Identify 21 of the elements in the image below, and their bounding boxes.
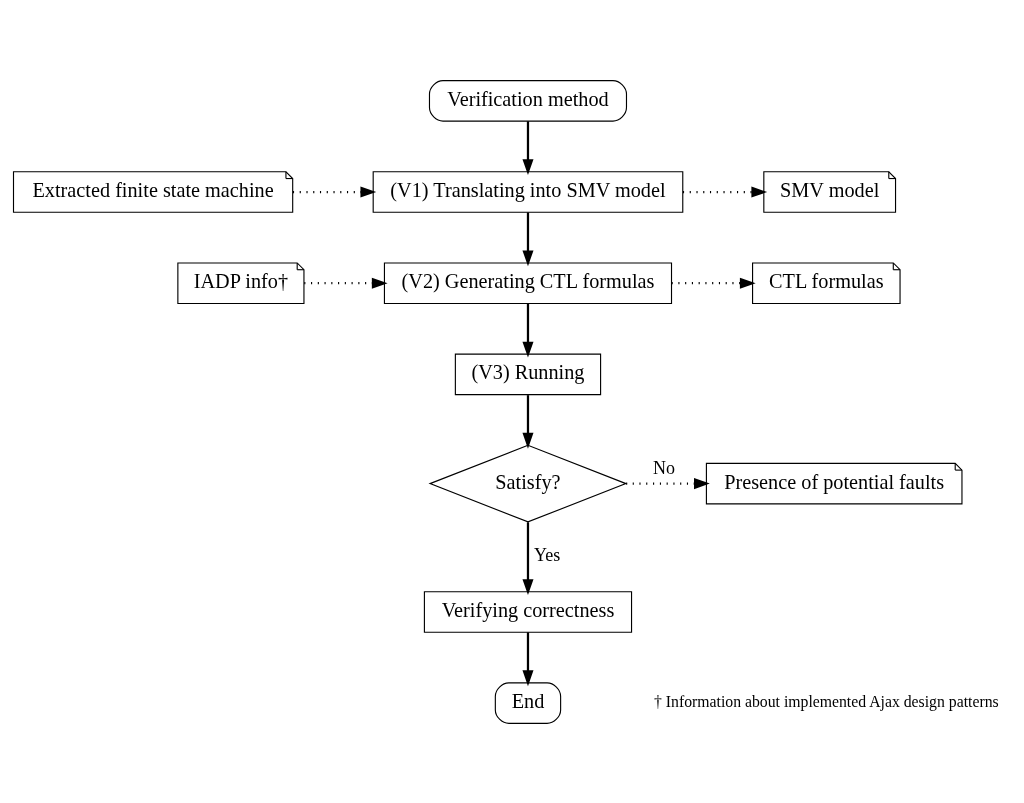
arrow	[303, 277, 388, 289]
arrow	[521, 120, 533, 175]
node-box: (V2) Generating CTL formulas	[383, 261, 672, 304]
arrow	[682, 186, 767, 198]
arrow	[521, 631, 533, 686]
node-diamond: Satisfy?	[428, 444, 627, 522]
arrow	[521, 303, 533, 357]
edge-label: Yes	[533, 544, 560, 565]
node-box: End	[494, 681, 561, 724]
arrow	[521, 394, 533, 449]
label: † Information about implemented Ajax design patterns	[653, 692, 999, 710]
arrow	[292, 186, 376, 198]
edge-label: No	[652, 457, 675, 478]
node-box: Verification method	[428, 79, 627, 122]
node-box: (V1) Translating into SMV model	[372, 170, 683, 213]
arrow	[521, 521, 533, 595]
arrow	[521, 211, 533, 266]
arrow	[671, 277, 756, 289]
node-box: (V3) Running	[454, 353, 601, 395]
node-box: Verifying correctness	[423, 590, 632, 633]
arrow	[625, 477, 710, 489]
